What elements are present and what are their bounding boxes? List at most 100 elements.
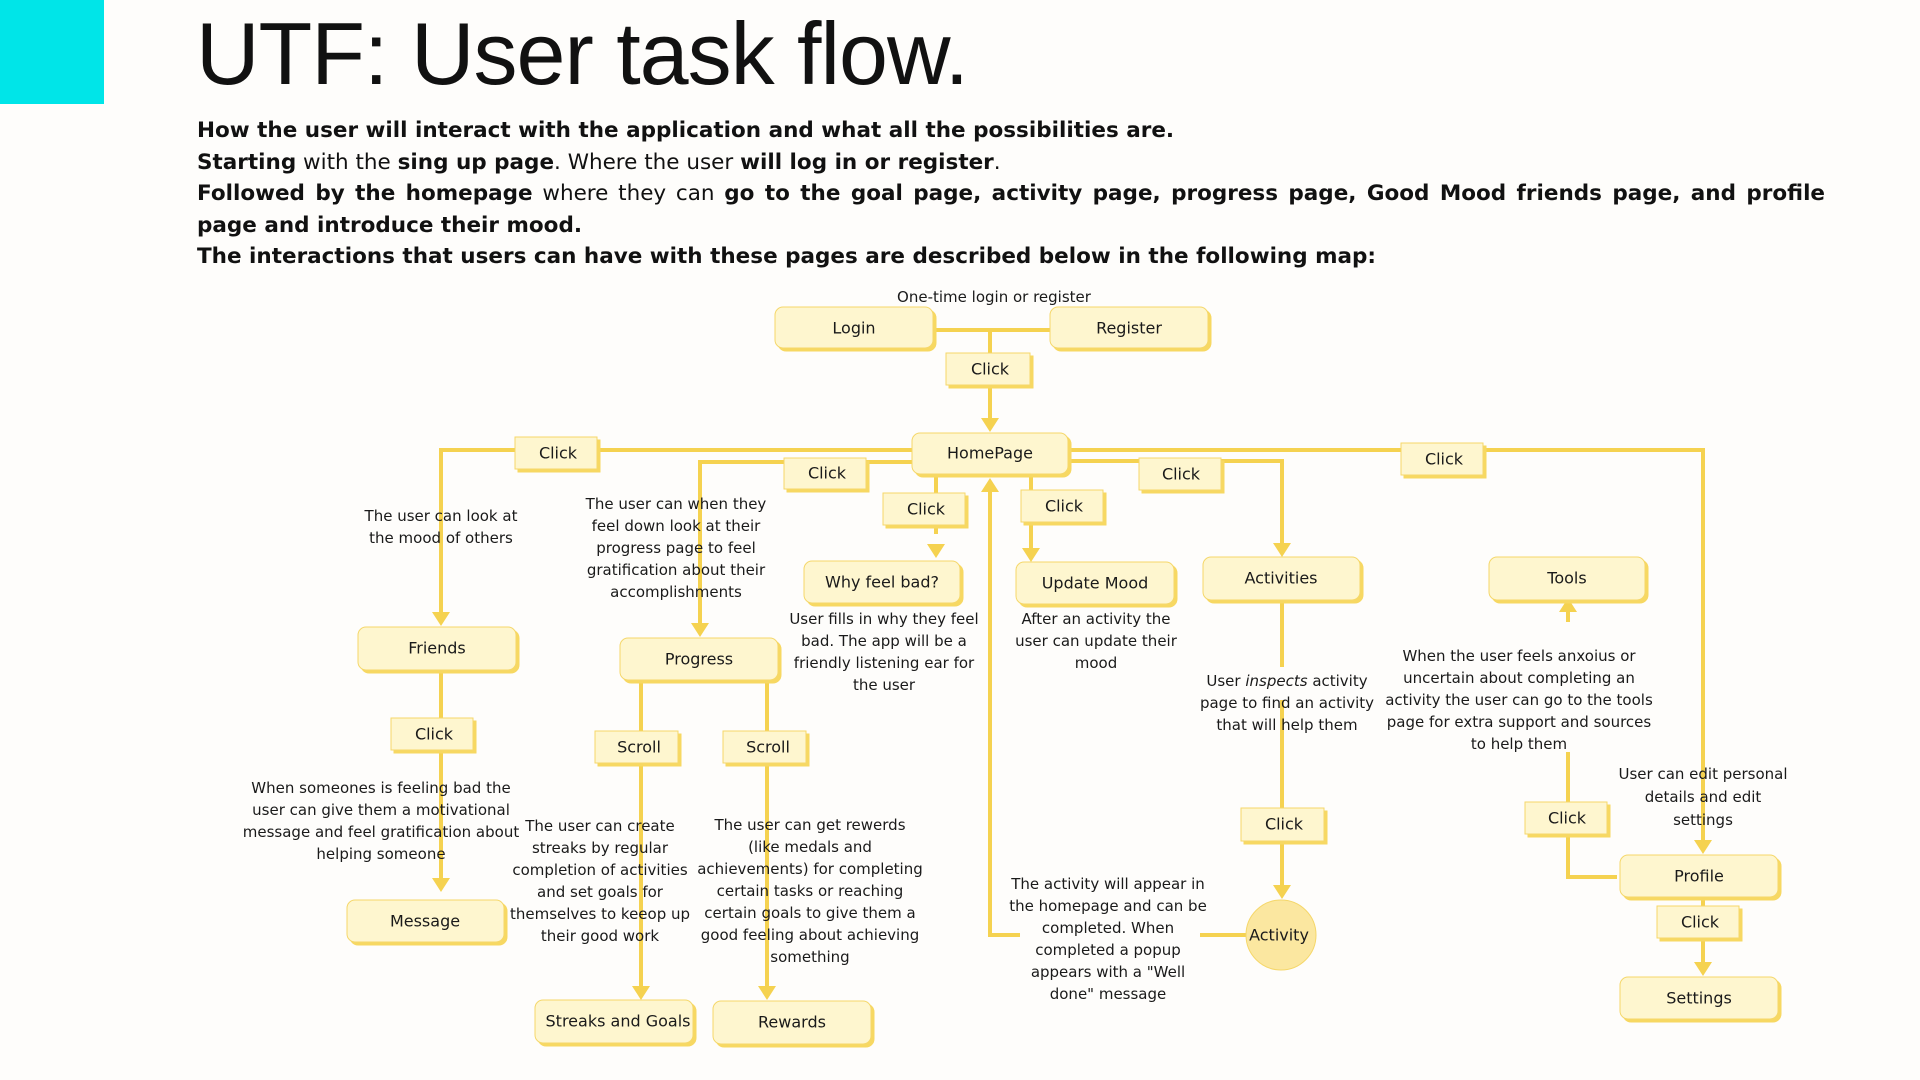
note-line: that will help them: [1216, 716, 1357, 734]
note-line: certain tasks or reaching: [717, 882, 904, 900]
node-homepage[interactable]: [911, 432, 1069, 475]
arrow-to-activity: [1273, 885, 1291, 899]
intro-segment: sing up page: [397, 149, 555, 175]
node-activities[interactable]: [1202, 556, 1361, 601]
intro-segment: will log in or register: [740, 149, 994, 175]
click-activities: Click: [1162, 465, 1201, 484]
note-line: The user can create: [524, 817, 674, 835]
note-line: themselves to keeop up: [510, 905, 690, 923]
note-line: When the user feels anxoius or: [1402, 647, 1636, 665]
node-homepage-label: HomePage: [947, 444, 1033, 463]
note-line: accomplishments: [610, 583, 742, 601]
rewards-note: The user can get rewerds(like medals and…: [697, 816, 923, 966]
node-register-label: Register: [1096, 319, 1162, 338]
intro-line-1: How the user will interact with the appl…: [197, 118, 1175, 143]
click-activity: Click: [1265, 815, 1304, 834]
activity-note: The activity will appear in the homepage …: [1009, 875, 1207, 1003]
scroll-streaks: Scroll: [617, 738, 661, 757]
node-streaks[interactable]: [534, 999, 694, 1044]
note-line: progress page to feel: [596, 539, 756, 557]
note-line: The user can look at: [364, 507, 518, 525]
intro-segment: Followed by the homepage: [197, 181, 533, 206]
node-updatemood-label: Update Mood: [1042, 574, 1149, 593]
arrowheads: [432, 418, 1712, 1000]
node-login[interactable]: [774, 306, 934, 349]
note-line: done" message: [1050, 985, 1167, 1003]
node-profile[interactable]: [1619, 854, 1779, 898]
node-streaks-label: Streaks and Goals: [546, 1012, 691, 1031]
node-rewards[interactable]: [712, 1000, 872, 1045]
node-activity-label: Activity: [1249, 926, 1309, 945]
node-login-label: Login: [832, 319, 875, 338]
note-line: the user: [853, 676, 916, 694]
note-line: User can edit personal: [1618, 765, 1787, 783]
node-tools-label: Tools: [1546, 569, 1586, 588]
node-whyfeel[interactable]: [803, 560, 961, 604]
arrow-to-rewards: [758, 986, 776, 1000]
note-line: page for extra support and sources: [1387, 713, 1652, 731]
note-line: good feeling about achieving: [701, 926, 920, 944]
node-updatemood[interactable]: [1015, 561, 1175, 605]
note-line: When someones is feeling bad the: [251, 779, 510, 797]
note-line: The activity will appear in: [1010, 875, 1205, 893]
node-tools[interactable]: [1488, 556, 1646, 601]
node-progress[interactable]: [619, 637, 779, 681]
intro-line-4: The interactions that users can have wit…: [197, 244, 1377, 269]
note-line: completion of activities: [512, 861, 687, 879]
intro-text: How the user will interact with the appl…: [197, 115, 1825, 273]
arrow-to-updatemood: [1022, 548, 1040, 562]
arrow-to-whyfeel: [927, 544, 945, 558]
node-settings-label: Settings: [1666, 989, 1732, 1008]
note-line: streaks by regular: [532, 839, 669, 857]
note-line: the homepage and can be: [1009, 897, 1207, 915]
arrow-to-message: [432, 878, 450, 892]
node-profile-label: Profile: [1674, 867, 1724, 886]
intro-segment: .: [993, 149, 1001, 175]
node-friends[interactable]: [357, 626, 517, 671]
arrow-to-homepage: [981, 418, 999, 432]
node-friends-label: Friends: [408, 639, 466, 658]
note-line: their good work: [541, 927, 659, 945]
page-title: UTF: User task flow.: [196, 4, 969, 103]
click-progress: Click: [808, 464, 847, 483]
activities-note: User inspects activity: [1206, 672, 1367, 690]
intro-segment: . Where the user: [554, 149, 741, 175]
arrow-to-activities: [1273, 543, 1291, 557]
progress-note: The user can when they feel down look at …: [585, 495, 767, 601]
click-login-home: Click: [971, 360, 1010, 379]
note-line: page to find an activity: [1200, 694, 1374, 712]
note-line: and set goals for: [537, 883, 664, 901]
note-line: gratification about their: [587, 561, 766, 579]
node-activity[interactable]: [1245, 899, 1317, 971]
intro-segment: go to the goal page, activity page, prog…: [197, 181, 1826, 238]
node-settings[interactable]: [1619, 976, 1779, 1020]
note-line: message and feel gratification about: [243, 823, 520, 841]
note-line: achievements) for completing: [697, 860, 923, 878]
note-line: settings: [1673, 811, 1733, 829]
note-line: user can update their: [1015, 632, 1178, 650]
note-line: feel down look at their: [592, 517, 762, 535]
note-line: mood: [1075, 654, 1118, 672]
intro-segment: where they can: [532, 181, 725, 206]
node-progress-label: Progress: [665, 650, 733, 669]
note-line: appears with a "Well: [1031, 963, 1185, 981]
intro-line-2: Starting with the sing up page. Where th…: [197, 147, 1825, 179]
node-message[interactable]: [346, 899, 505, 943]
node-register[interactable]: [1049, 306, 1209, 349]
note-line: (like medals and: [748, 838, 872, 856]
click-profile-branch: Click: [1425, 450, 1464, 469]
click-tools: Click: [1548, 809, 1587, 828]
arrow-to-settings: [1694, 962, 1712, 976]
note-line: something: [770, 948, 849, 966]
note-line: activity the user can go to the tools: [1385, 691, 1653, 709]
click-message: Click: [415, 725, 454, 744]
note-line: helping someone: [316, 845, 445, 863]
arrow-to-profile: [1694, 840, 1712, 854]
arrow-to-progress: [691, 623, 709, 637]
note-line: The user can when they: [585, 495, 767, 513]
note-line: After an activity the: [1022, 610, 1171, 628]
